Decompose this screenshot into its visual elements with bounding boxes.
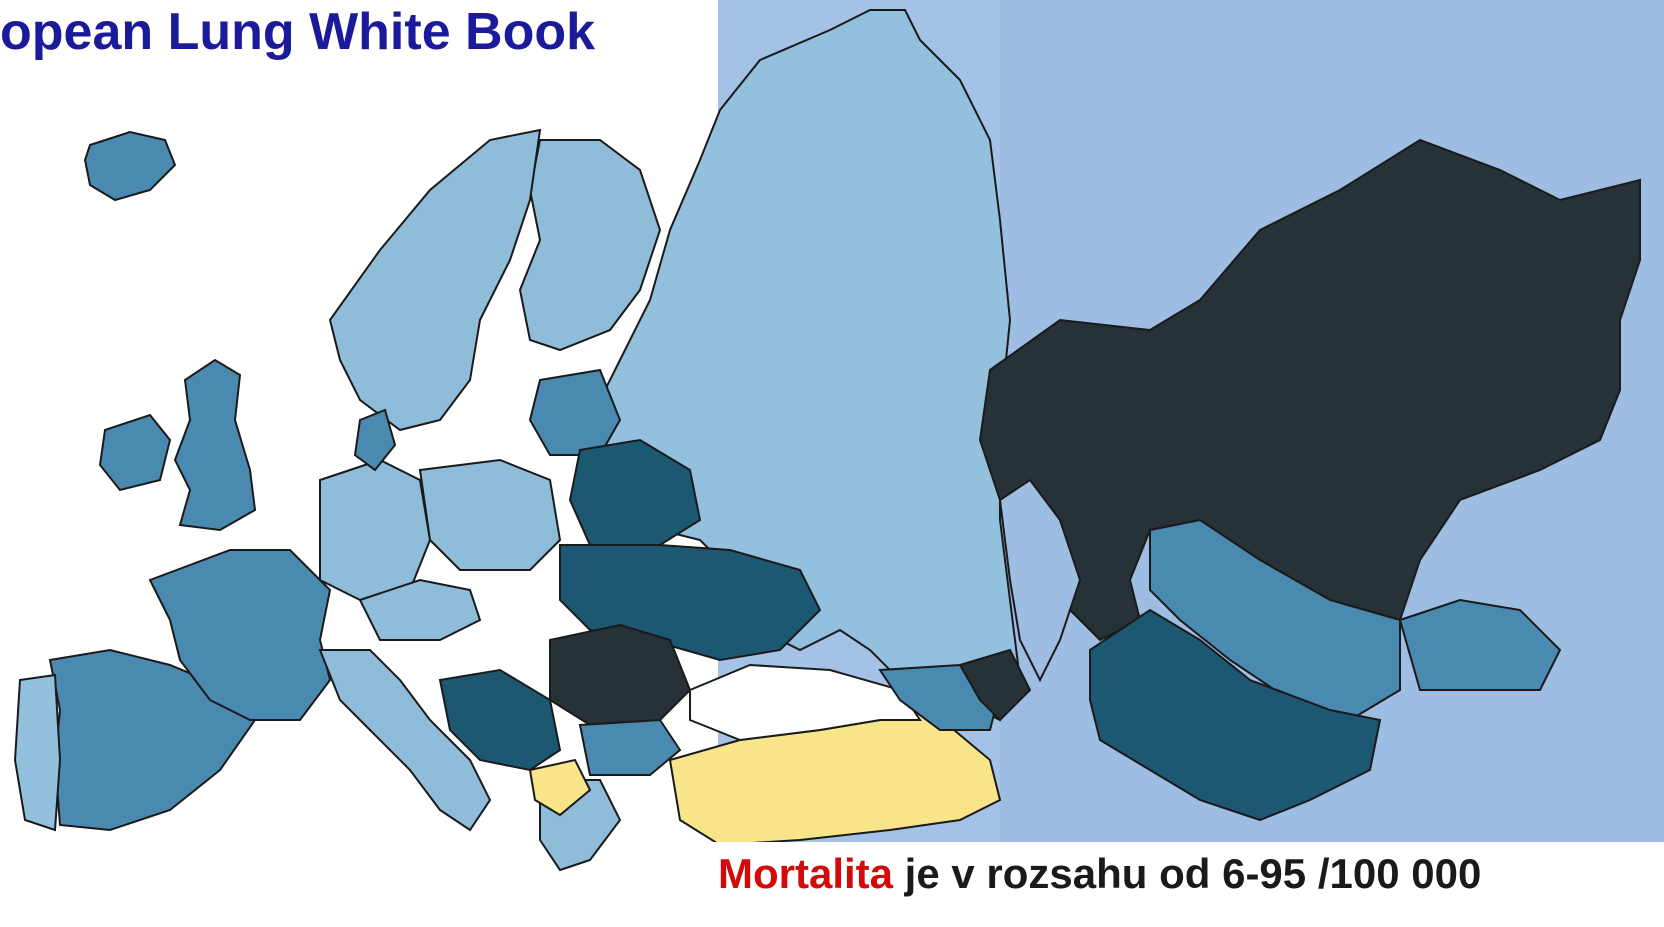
region-scandinavia xyxy=(328,128,542,432)
caption-background xyxy=(700,842,1664,927)
caption-text: je v rozsahu od 6-95 /100 000 xyxy=(893,850,1482,897)
region-albania-macedonia xyxy=(528,758,592,817)
region-balkans xyxy=(438,668,562,772)
region-bulgaria xyxy=(578,718,682,776)
region-caspian-sea xyxy=(998,478,1082,683)
caption-highlight: Mortalita xyxy=(718,850,894,897)
caption: Mortalita je v rozsahu od 6-95 /100 000 xyxy=(718,850,1481,898)
region-italy xyxy=(318,649,492,832)
region-iceland xyxy=(83,130,177,202)
region-azerbaijan xyxy=(958,648,1032,722)
region-kyrgyzstan xyxy=(1398,598,1562,691)
region-finland xyxy=(518,139,662,352)
region-uzbekistan xyxy=(1149,518,1401,722)
region-germany xyxy=(319,458,432,602)
region-france xyxy=(148,549,332,721)
region-denmark xyxy=(353,408,397,472)
page-title: opean Lung White Book xyxy=(0,3,596,61)
region-kazakhstan xyxy=(978,138,1641,642)
region-uk xyxy=(173,358,257,532)
region-turkmenistan xyxy=(1089,608,1382,822)
region-austria-czech xyxy=(358,578,482,641)
region-poland xyxy=(418,458,562,571)
region-romania xyxy=(549,623,692,727)
region-portugal xyxy=(13,673,62,832)
region-black-sea xyxy=(689,663,922,742)
region-belarus xyxy=(568,438,702,546)
region-baltics xyxy=(528,368,622,456)
region-ireland xyxy=(98,413,172,492)
